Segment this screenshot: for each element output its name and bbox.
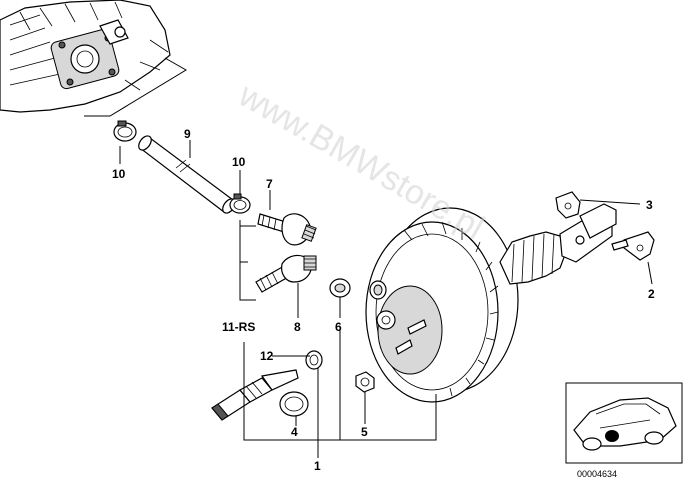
pushrod-boot xyxy=(499,231,567,285)
hose-clamp-left xyxy=(113,120,137,142)
retaining-clip xyxy=(555,191,581,219)
callout-6: 6 xyxy=(335,320,342,334)
callout-12: 12 xyxy=(260,349,274,363)
clevis-fork xyxy=(559,203,617,263)
callout-9: 9 xyxy=(184,127,191,141)
callout-1: 1 xyxy=(314,459,321,473)
callout-5: 5 xyxy=(361,425,368,439)
intake-manifold xyxy=(0,0,171,113)
vacuum-elbow xyxy=(255,254,317,293)
reference-number: 00004634 xyxy=(577,469,617,479)
callout-11-rs: 11-RS xyxy=(222,320,255,334)
brake-booster xyxy=(365,207,519,403)
callout-10-right: 10 xyxy=(232,155,246,169)
callout-2: 2 xyxy=(648,287,655,301)
callout-3: 3 xyxy=(646,198,653,212)
leader-lines xyxy=(119,140,653,458)
callout-4: 4 xyxy=(291,425,298,439)
hose-clamp-right xyxy=(229,193,251,214)
callout-10-left: 10 xyxy=(112,167,126,181)
hex-nut xyxy=(355,371,375,393)
callout-8: 8 xyxy=(294,320,301,334)
o-ring-small xyxy=(305,350,323,370)
vacuum-hose xyxy=(138,135,236,214)
sealing-ring xyxy=(279,391,309,417)
callout-7: 7 xyxy=(266,177,273,191)
vehicle-location-inset xyxy=(565,382,683,464)
check-valve xyxy=(257,213,317,246)
pressure-sensor xyxy=(211,369,299,421)
clevis-pin xyxy=(611,231,655,261)
grommet xyxy=(329,278,351,298)
